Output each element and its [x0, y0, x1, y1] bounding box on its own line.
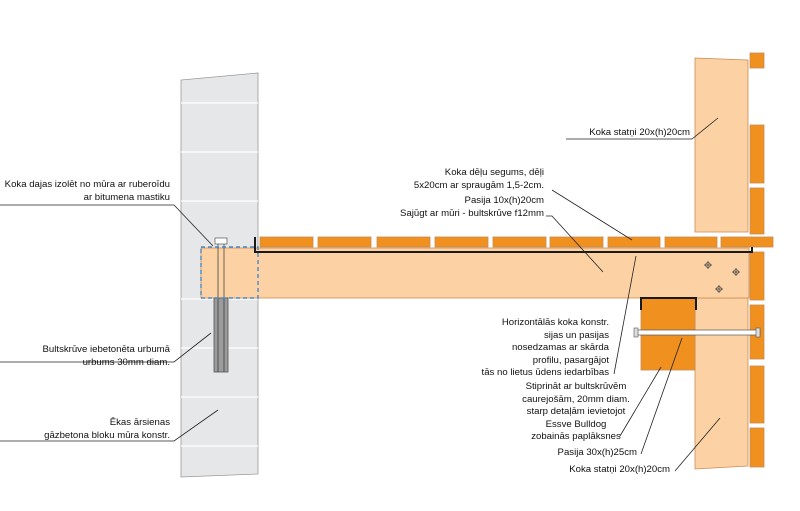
leader-lines — [0, 117, 721, 472]
label-bolt-2: urbums 30mm diam. — [83, 357, 170, 368]
label-flashing-1: Horizontālās koka konstr. — [502, 317, 609, 328]
label-bolting-2: caurejošām, 20mm diam. — [522, 394, 630, 405]
metal-flashing — [254, 237, 753, 253]
horizontal-beam — [200, 247, 750, 299]
label-flashing-3: nosedzamas ar skārda — [512, 342, 610, 353]
label-wall-2: gāzbetona bloku mūra konstr. — [44, 430, 170, 441]
label-beam-2: Sajūgt ar mūri - bultskrūve f12mm — [400, 208, 544, 219]
label-post-top: Koka statņi 20x(h)20cm — [589, 127, 690, 138]
through-bolt — [633, 327, 761, 338]
label-beam-1: Pasija 10x(h)20cm — [465, 195, 544, 206]
label-insulation-1: Koka dajas izolēt no mūra ar ruberoīdu — [5, 179, 170, 190]
bitumen-insulation — [200, 246, 259, 299]
label-wall-1: Ēkas ārsienas — [110, 417, 170, 428]
side-boards — [749, 52, 765, 468]
label-decking-1: Koka dēļu segums, dēļi — [445, 167, 544, 178]
label-bolting-1: Stiprināt ar bultskrūvēm — [526, 381, 627, 392]
anchor-bolt — [213, 237, 229, 373]
bolt-symbols — [704, 261, 740, 293]
label-post-bottom: Koka statņi 20x(h)20cm — [569, 464, 670, 475]
label-decking-2: 5x20cm ar spraugām 1,5-2cm. — [414, 180, 544, 191]
label-flashing-4: profilu, pasargājot — [533, 355, 610, 366]
label-bolting-3: starp detaļām ievietojot — [527, 406, 626, 417]
label-bolting-5: zobainās paplāksnes — [531, 431, 621, 442]
label-girder: Pasija 30x(h)25cm — [558, 447, 637, 458]
label-flashing-2: sijas un pasijas — [544, 330, 609, 341]
label-flashing-5: tās no lietus ūdens iedarbības — [482, 367, 610, 378]
annotations: Koka dajas izolēt no mūra ar ruberoīdu a… — [5, 127, 690, 475]
label-bolting-4: Essve Bulldog — [546, 419, 607, 430]
label-bolt-1: Bultskrūve iebetonēta urbumā — [43, 344, 171, 355]
wooden-post-right — [694, 57, 749, 470]
decking-boards — [259, 236, 774, 248]
label-insulation-2: ar bitumena mastiku — [84, 192, 170, 203]
